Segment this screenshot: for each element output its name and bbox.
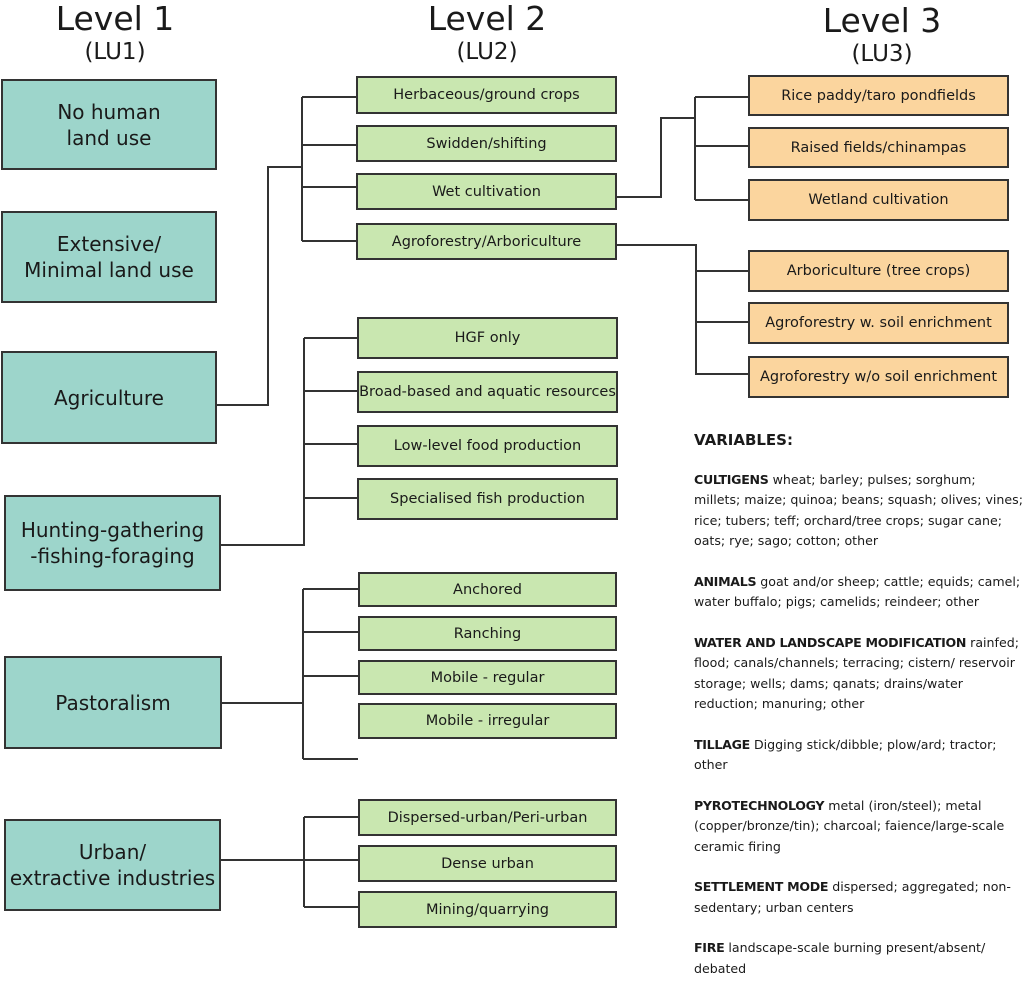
variable-values: rainfed; flood; canals/channels; terraci… (694, 634, 1019, 712)
connector-lines (216, 96, 748, 908)
variable-values: Digging stick/dibble; plow/ard; tractor;… (694, 736, 997, 773)
header-title: Level 2 (427, 0, 547, 38)
variable-fire: FIRE landscape-scale burning present/abs… (694, 938, 1024, 979)
variable-settlement-mode: SETTLEMENT MODE dispersed; aggregated; n… (694, 877, 1024, 918)
level2-box-ranching: Ranching (358, 616, 617, 651)
level2-box-herbaceous-crops: Herbaceous/ground crops (356, 76, 617, 114)
variable-cultigens: CULTIGENS wheat; barley; pulses; sorghum… (694, 470, 1024, 552)
level2-box-low-level-food-production: Low-level food production (357, 425, 618, 467)
level1-box-urban-extractive: Urban/ extractive industries (4, 819, 221, 911)
level3-box-agroforestry-with-soil: Agroforestry w. soil enrichment (748, 302, 1009, 344)
level1-box-no-human-land-use: No human land use (1, 79, 217, 170)
variable-animals: ANIMALS goat and/or sheep; cattle; equid… (694, 572, 1024, 613)
level2-box-mining-quarrying: Mining/quarrying (358, 891, 617, 928)
level3-box-agroforestry-without-soil: Agroforestry w/o soil enrichment (748, 356, 1009, 398)
header-title: Level 3 (822, 1, 942, 40)
connector-agriculture (216, 166, 302, 406)
variable-key: PYROTECHNOLOGY (694, 797, 825, 813)
level1-box-pastoralism: Pastoralism (4, 656, 222, 749)
level2-box-swidden-shifting: Swidden/shifting (356, 125, 617, 162)
variables-panel: VARIABLES: CULTIGENS wheat; barley; puls… (694, 430, 1024, 999)
variable-key: TILLAGE (694, 736, 750, 752)
bracket-wet-cultivation (694, 96, 748, 201)
bracket-urban (303, 816, 358, 908)
variable-values: landscape-scale burning present/absent/ … (694, 940, 986, 976)
variable-values: goat and/or sheep; cattle; equids; camel… (694, 573, 1021, 610)
level2-box-specialised-fish-production: Specialised fish production (357, 478, 618, 520)
level2-box-broad-based-aquatic: Broad-based and aquatic resources (357, 371, 618, 413)
variable-tillage: TILLAGE Digging stick/dibble; plow/ard; … (694, 735, 1024, 776)
level2-box-dense-urban: Dense urban (358, 845, 617, 882)
header-subtitle: (LU1) (84, 39, 146, 65)
variable-pyrotechnology: PYROTECHNOLOGY metal (iron/steel); metal… (694, 796, 1024, 858)
header-title: Level 1 (55, 0, 175, 38)
header-level-1: Level 1 (LU1) (40, 2, 190, 64)
variable-key: FIRE (694, 940, 725, 955)
level3-box-arboriculture-tree-crops: Arboriculture (tree crops) (748, 250, 1009, 292)
variable-water-landscape: WATER AND LANDSCAPE MODIFICATION rainfed… (694, 633, 1024, 715)
bracket-hgf (304, 337, 357, 499)
variable-key: SETTLEMENT MODE (694, 879, 829, 894)
variable-values: metal (iron/steel); metal (copper/bronze… (694, 797, 1005, 854)
variable-values: wheat; barley; pulses; sorghum; millets;… (694, 471, 1023, 549)
header-level-3: Level 3 (LU3) (807, 4, 957, 66)
variable-key: WATER AND LANDSCAPE MODIFICATION (694, 634, 967, 650)
level2-box-wet-cultivation: Wet cultivation (356, 173, 617, 210)
connector-agroforestry (616, 244, 697, 375)
header-subtitle: (LU3) (851, 41, 913, 67)
connector-hgf (220, 338, 305, 546)
bracket-pastoralism (302, 588, 358, 760)
level1-box-extensive-land-use: Extensive/ Minimal land use (1, 211, 217, 303)
variables-title: VARIABLES: (694, 431, 793, 449)
level3-box-raised-fields: Raised fields/chinampas (748, 127, 1009, 168)
level2-box-agroforestry-arboriculture: Agroforestry/Arboriculture (356, 223, 617, 260)
header-subtitle: (LU2) (456, 39, 518, 65)
header-level-2: Level 2 (LU2) (412, 2, 562, 64)
bracket-agroforestry (696, 270, 748, 375)
variable-values: dispersed; aggregated; non-sedentary; ur… (694, 879, 1011, 915)
level2-box-anchored: Anchored (358, 572, 617, 607)
level2-box-hgf-only: HGF only (357, 317, 618, 359)
level3-box-rice-paddy: Rice paddy/taro pondfields (748, 75, 1009, 116)
level2-box-dispersed-urban: Dispersed-urban/Peri-urban (358, 799, 617, 836)
level2-box-mobile-regular: Mobile - regular (358, 660, 617, 695)
variable-key: ANIMALS (694, 573, 757, 589)
level3-box-wetland-cultivation: Wetland cultivation (748, 179, 1009, 221)
variable-key: CULTIGENS (694, 471, 769, 487)
connector-wet-cultivation (616, 117, 695, 198)
level1-box-agriculture: Agriculture (1, 351, 217, 444)
level1-box-hunting-gathering: Hunting-gathering -fishing-foraging (4, 495, 221, 591)
level2-box-mobile-irregular: Mobile - irregular (358, 703, 617, 739)
bracket-agriculture (301, 96, 357, 242)
